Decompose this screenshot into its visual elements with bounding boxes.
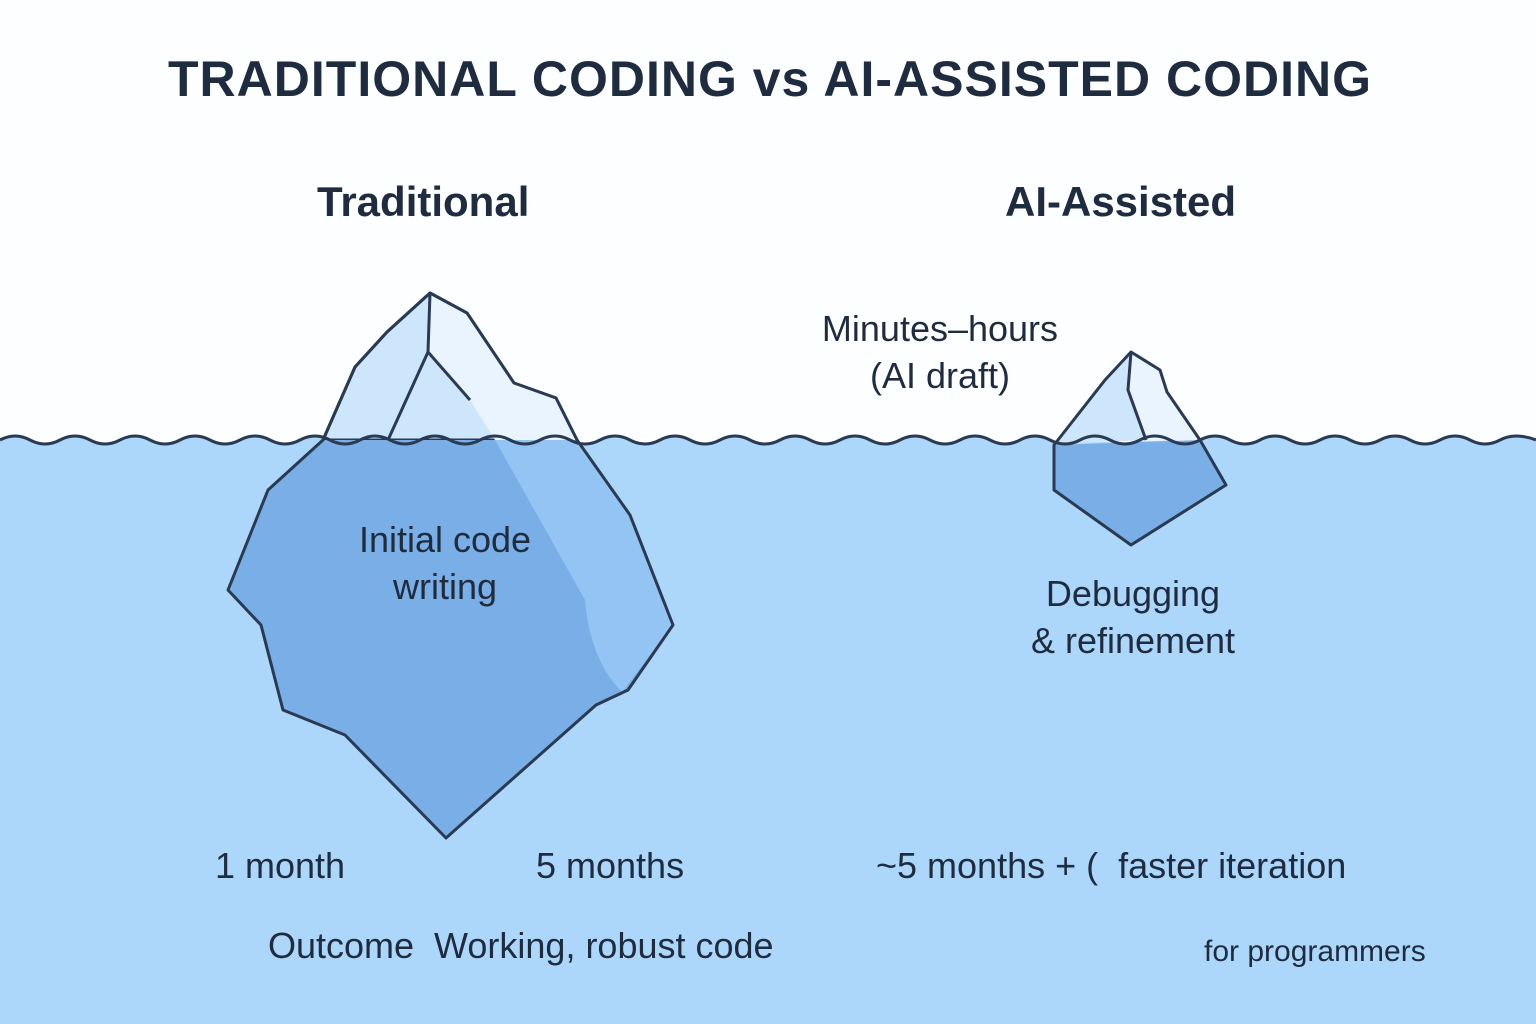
waterline: [0, 434, 1536, 446]
label-line: writing: [392, 566, 498, 607]
traditional-iceberg-label: Initial code writing: [300, 516, 590, 610]
ai-below-label: Debugging & refinement: [983, 570, 1283, 664]
label-line: Initial code: [358, 519, 532, 560]
label-line: Minutes–hours: [821, 308, 1059, 349]
traditional-time-right: 5 months: [536, 845, 685, 886]
label-line: Debugging: [1045, 573, 1221, 614]
ai-tip-label: Minutes–hours (AI draft): [790, 305, 1090, 399]
footnote: for programmers: [1204, 935, 1426, 968]
traditional-outcome: Outcome Working, robust code: [268, 925, 774, 966]
page-title: TRADITIONAL CODING vs AI-ASSISTED CODING: [168, 51, 1372, 107]
traditional-time-left: 1 month: [215, 845, 346, 886]
ai-assisted-heading: AI-Assisted: [1005, 178, 1237, 225]
traditional-heading: Traditional: [317, 178, 530, 225]
ai-iceberg: [1052, 350, 1228, 547]
ai-time: ~5 months + ( faster iteration: [876, 845, 1347, 886]
label-line: (AI draft): [869, 355, 1011, 396]
label-line: & refinement: [1030, 620, 1236, 661]
traditional-iceberg: [226, 291, 675, 840]
